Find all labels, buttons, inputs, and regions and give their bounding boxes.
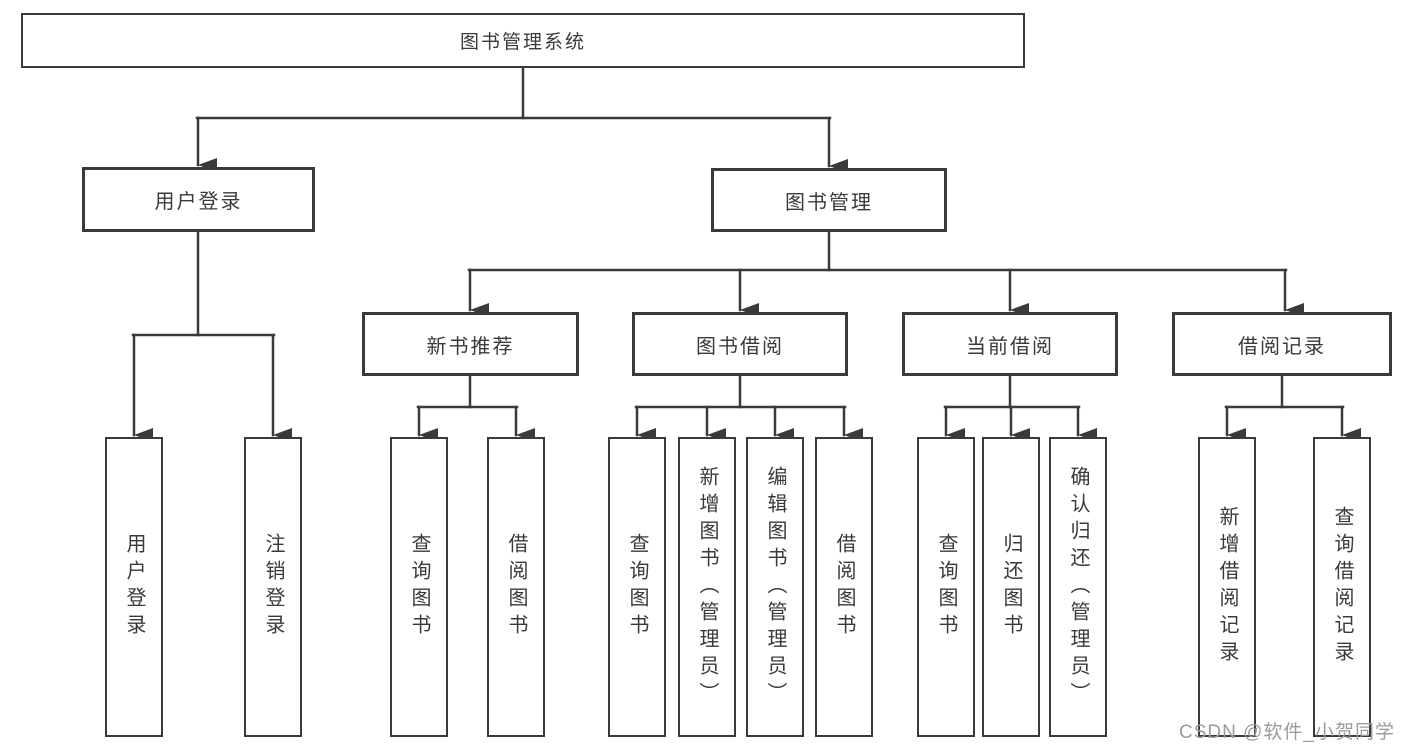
node-label: 新增图书（管理员） — [696, 465, 718, 709]
node-label: 查询图书 — [935, 533, 957, 641]
node-label: 新增借阅记录 — [1216, 506, 1238, 668]
node-label: 借阅图书 — [505, 533, 527, 641]
node-label: 用户登录 — [123, 533, 145, 641]
node-label: 图书管理系统 — [459, 32, 586, 53]
node-book-management: 图书管理 — [711, 168, 947, 232]
csdn-watermark: CSDN @软件_小贺同学 — [1179, 722, 1395, 743]
node-label: 查询图书 — [408, 533, 430, 641]
leaf-logout: 注销登录 — [244, 437, 302, 737]
leaf-query-books-borrowing: 查询图书 — [608, 437, 666, 737]
node-label: 注销登录 — [262, 533, 284, 641]
leaf-borrow-books: 借阅图书 — [815, 437, 873, 737]
leaf-confirm-return-admin: 确认归还（管理员） — [1049, 437, 1107, 737]
node-current-borrowing: 当前借阅 — [902, 312, 1118, 376]
node-label: 查询图书 — [626, 533, 648, 641]
node-borrowing-records: 借阅记录 — [1172, 312, 1392, 376]
leaf-query-books-recommend: 查询图书 — [390, 437, 448, 737]
node-label: 用户登录 — [154, 191, 243, 213]
node-label: 查询借阅记录 — [1331, 506, 1353, 668]
node-label: 图书借阅 — [696, 335, 784, 358]
leaf-edit-books-admin: 编辑图书（管理员） — [746, 437, 804, 737]
node-label: 图书管理 — [785, 191, 873, 214]
node-label: 编辑图书（管理员） — [764, 465, 786, 709]
node-user-login: 用户登录 — [82, 167, 315, 232]
node-label: 归还图书 — [1000, 533, 1022, 641]
leaf-query-books-current: 查询图书 — [917, 437, 975, 737]
node-label: 借阅图书 — [833, 533, 855, 641]
node-label: 确认归还（管理员） — [1067, 465, 1089, 709]
leaf-add-books-admin: 新增图书（管理员） — [678, 437, 736, 737]
leaf-user-login: 用户登录 — [105, 437, 163, 737]
node-library-management-system: 图书管理系统 — [21, 13, 1025, 68]
node-new-book-recommendation: 新书推荐 — [362, 312, 579, 376]
node-book-borrowing: 图书借阅 — [632, 312, 848, 376]
leaf-borrow-books-recommend: 借阅图书 — [487, 437, 545, 737]
node-label: 当前借阅 — [966, 335, 1054, 358]
node-label: 借阅记录 — [1238, 335, 1326, 358]
node-label: 新书推荐 — [426, 335, 515, 358]
leaf-return-books: 归还图书 — [982, 437, 1040, 737]
leaf-add-borrow-record: 新增借阅记录 — [1198, 437, 1256, 737]
leaf-query-borrow-record: 查询借阅记录 — [1313, 437, 1371, 737]
